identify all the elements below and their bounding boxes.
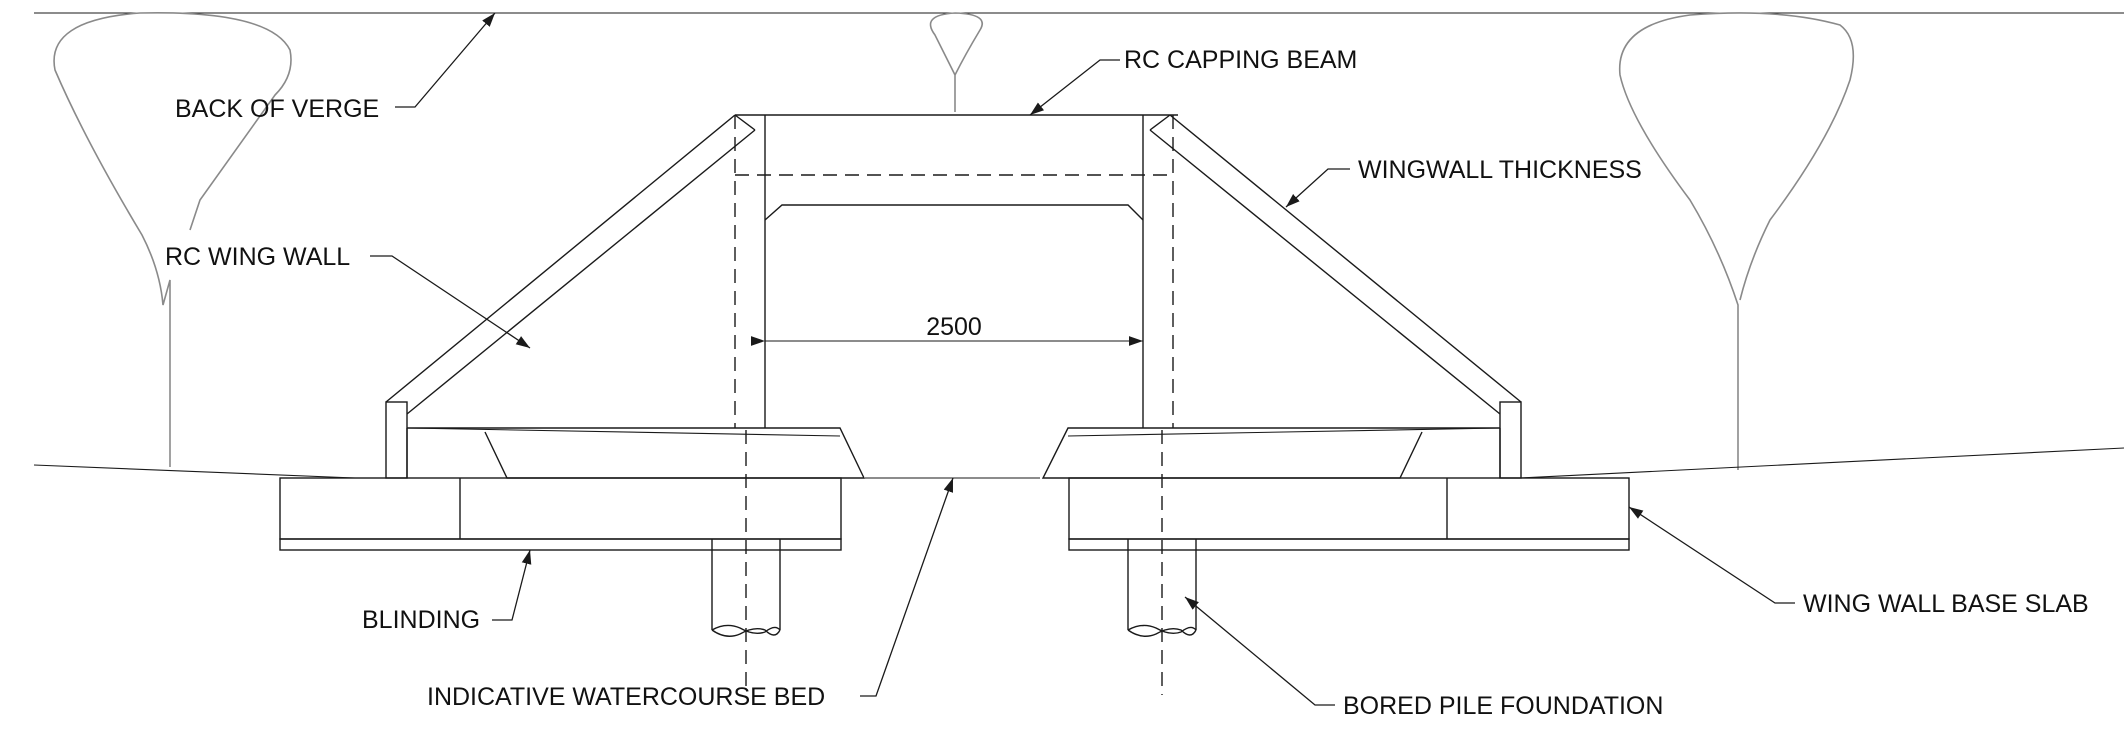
label-rc-wing-wall: RC WING WALL [165, 243, 350, 271]
pile-cap-left [406, 427, 866, 479]
label-bored-pile-foundation: BORED PILE FOUNDATION [1343, 692, 1663, 720]
tree-left-icon [53, 11, 292, 467]
abutment-wall-right [1142, 115, 1174, 428]
label-indicative-watercourse-bed: INDICATIVE WATERCOURSE BED [427, 683, 825, 711]
leader-blinding [492, 549, 532, 621]
capping-beam [735, 114, 1178, 221]
wing-wall-left [385, 114, 756, 415]
leader-rc-capping-beam [1029, 59, 1120, 116]
label-wing-wall-base-slab: WING WALL BASE SLAB [1803, 590, 2089, 618]
ground-line-right [1519, 447, 2124, 479]
bored-pile-right [1127, 430, 1197, 695]
leader-wing-wall-base-slab [1628, 506, 1795, 604]
base-slab-left [279, 477, 842, 551]
leader-back-of-verge [395, 12, 496, 108]
bored-pile-left [711, 430, 781, 690]
ground-line-left [33, 464, 356, 479]
label-back-of-verge: BACK OF VERGE [175, 95, 379, 123]
tree-center-icon [929, 12, 983, 112]
wing-wall-stub-right [1499, 401, 1522, 479]
leader-wingwall-thickness [1285, 168, 1350, 208]
wing-wall-right [1149, 114, 1522, 415]
label-blinding: BLINDING [362, 606, 480, 634]
leader-rc-wing-wall [370, 255, 531, 349]
label-rc-capping-beam: RC CAPPING BEAM [1124, 46, 1357, 74]
pile-cap-right [1041, 427, 1501, 479]
base-slab-right [1068, 477, 1630, 551]
opening-dimension-label: 2500 [926, 313, 982, 341]
label-wingwall-thickness: WINGWALL THICKNESS [1358, 156, 1642, 184]
abutment-wall-left [734, 115, 766, 428]
tree-right-icon [1618, 12, 1855, 470]
leader-bored-pile-foundation [1184, 596, 1335, 706]
wing-wall-stub-left [385, 401, 408, 479]
leader-watercourse-bed [860, 477, 954, 697]
